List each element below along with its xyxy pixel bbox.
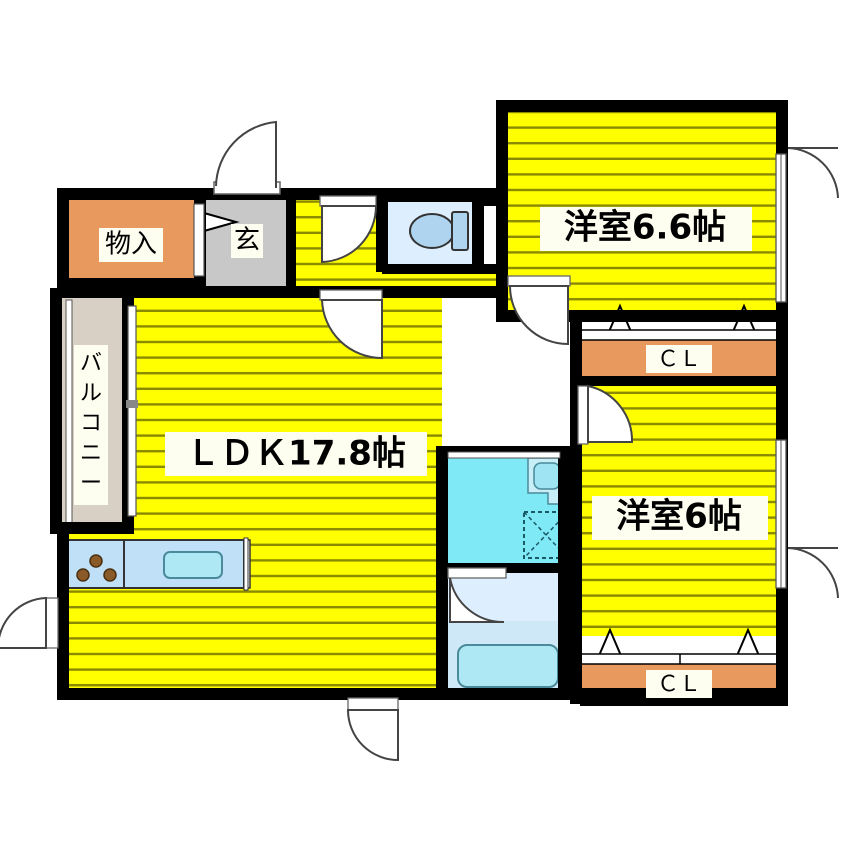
- label-closet-bottom: ＣＬ: [657, 672, 701, 697]
- washroom-top-rail: [447, 451, 561, 459]
- kitchen-counter: [67, 539, 251, 589]
- washitsu66-door[interactable]: [507, 275, 571, 346]
- label-balcony: バ ル コ ニ ー: [74, 345, 108, 505]
- kitchen-sink: [163, 551, 223, 579]
- balcony-char-4: ー: [80, 471, 102, 496]
- bathtub: [457, 644, 559, 688]
- washitsu66-balcony-door[interactable]: [775, 147, 839, 303]
- label-entrance: 玄: [234, 226, 260, 256]
- balcony-char-0: バ: [80, 351, 102, 376]
- balcony-sliding-door[interactable]: [126, 305, 138, 517]
- washitsu6-door[interactable]: [577, 384, 634, 445]
- ldk-left-door[interactable]: [0, 596, 59, 649]
- balcony-railing: [65, 299, 73, 525]
- stove-burners: [76, 554, 117, 582]
- label-closet-top: ＣＬ: [657, 347, 701, 372]
- room-labels: ＬＤＫ17.8帖 洋室6.6帖 洋室6帖 物入 玄 ＣＬ ＣＬ: [99, 207, 768, 698]
- hallway-ldk-door[interactable]: [319, 289, 383, 360]
- label-washitsu-6-6: 洋室6.6帖: [564, 208, 726, 248]
- balcony-char-3: ニ: [80, 441, 102, 466]
- washitsu6-balcony-door[interactable]: [775, 439, 839, 599]
- balcony-char-1: ル: [80, 381, 102, 406]
- balcony-char-2: コ: [80, 411, 102, 436]
- entrance-door[interactable]: [213, 120, 281, 195]
- label-washitsu-6: 洋室6帖: [616, 497, 742, 537]
- toilet-door[interactable]: [319, 195, 378, 264]
- label-storage: 物入: [105, 230, 157, 260]
- ldk-bottom-door[interactable]: [346, 697, 399, 762]
- kitchen-window: [243, 537, 249, 591]
- dressing-room-door[interactable]: [447, 567, 507, 624]
- toilet-fixture: [409, 211, 469, 251]
- storage-door[interactable]: [193, 203, 205, 277]
- label-ldk: ＬＤＫ17.8帖: [186, 434, 406, 474]
